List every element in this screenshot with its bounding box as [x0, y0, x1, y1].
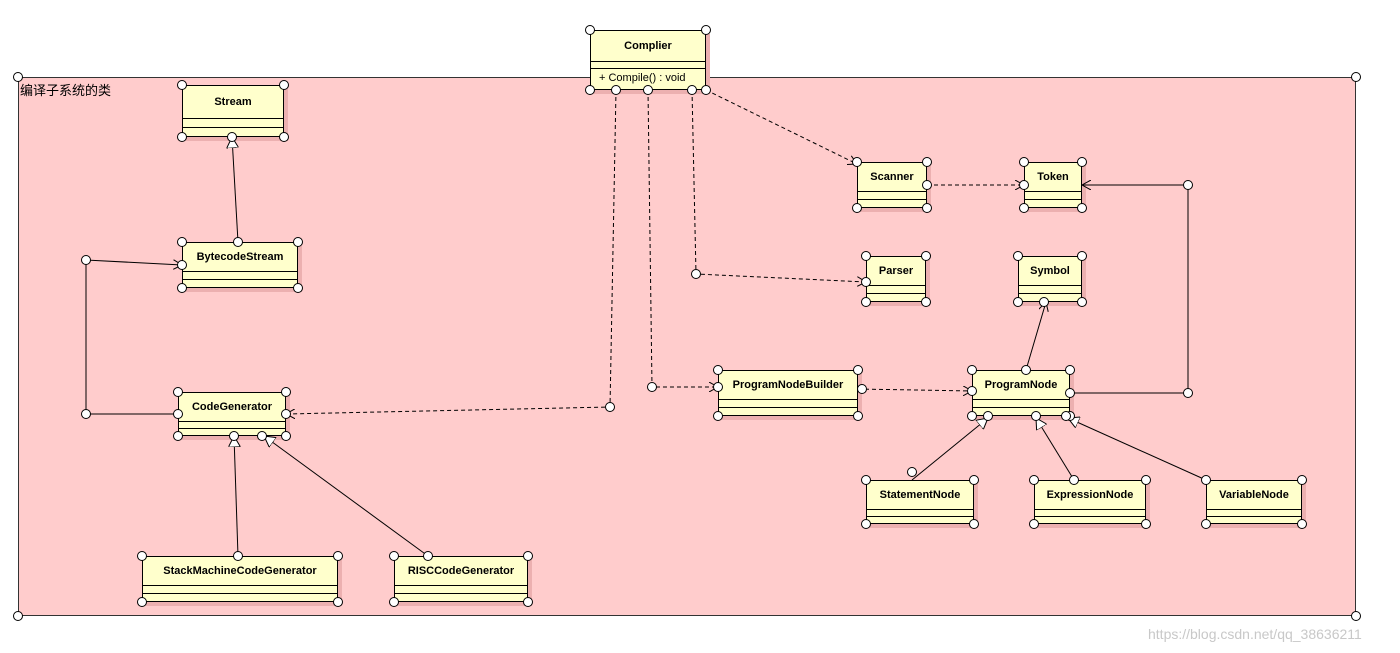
class-name: Parser — [867, 257, 925, 286]
edge-complier-scanner — [705, 89, 857, 164]
class-variable-node[interactable]: VariableNode — [1206, 480, 1302, 524]
class-stack-machine-code-generator[interactable]: StackMachineCodeGenerator — [142, 556, 338, 602]
edge-complier-codegenerator — [286, 89, 617, 414]
edge-statement-programnode — [911, 418, 988, 481]
edge-expression-programnode — [1036, 418, 1075, 481]
edge-programnode-token — [1070, 185, 1189, 394]
class-name: StackMachineCodeGenerator — [143, 557, 337, 586]
class-code-generator[interactable]: CodeGenerator — [178, 392, 286, 436]
edge-complier-parser — [691, 89, 866, 282]
package-frame[interactable] — [18, 77, 1356, 616]
class-bytecode-stream[interactable]: BytecodeStream — [182, 242, 298, 288]
class-parser[interactable]: Parser — [866, 256, 926, 302]
class-name: StatementNode — [867, 481, 973, 510]
class-statement-node[interactable]: StatementNode — [866, 480, 974, 524]
class-name: ExpressionNode — [1035, 481, 1145, 510]
class-name: RISCCodeGenerator — [395, 557, 527, 586]
association-edges — [85, 185, 1189, 415]
edge-programnodebuilder-programnode — [857, 389, 972, 391]
dependency-edges — [286, 89, 1024, 414]
class-name: VariableNode — [1207, 481, 1301, 510]
class-risc-code-generator[interactable]: RISCCodeGenerator — [394, 556, 528, 602]
edge-variable-programnode — [1068, 418, 1207, 481]
edge-risc-codegenerator — [264, 436, 429, 557]
class-program-node[interactable]: ProgramNode — [972, 370, 1070, 416]
edge-stackmachine-codegenerator — [234, 436, 238, 557]
selection-handles[interactable] — [13, 25, 1361, 621]
class-name: CodeGenerator — [179, 393, 285, 422]
generalization-edges — [232, 137, 1207, 557]
class-name: Scanner — [858, 163, 926, 192]
class-name: ProgramNodeBuilder — [719, 371, 857, 400]
class-name: Complier — [591, 31, 705, 62]
package-label: 编译子系统的类 — [20, 84, 112, 99]
edge-complier-programnodebuilder — [647, 89, 718, 387]
class-name: ProgramNode — [973, 371, 1069, 400]
class-program-node-builder[interactable]: ProgramNodeBuilder — [718, 370, 858, 416]
edge-codegenerator-bytecodestream — [85, 259, 182, 415]
class-token[interactable]: Token — [1024, 162, 1082, 208]
class-name: Symbol — [1019, 257, 1081, 286]
class-operation: + Compile() : void — [599, 72, 686, 84]
class-complier[interactable]: Complier + Compile() : void — [590, 30, 706, 90]
edge-bytecodestream-stream — [232, 137, 238, 243]
class-scanner[interactable]: Scanner — [857, 162, 927, 208]
watermark-text: https://blog.csdn.net/qq_38636211 — [1148, 626, 1362, 642]
class-name: Stream — [183, 86, 283, 119]
class-expression-node[interactable]: ExpressionNode — [1034, 480, 1146, 524]
class-name: BytecodeStream — [183, 243, 297, 272]
edge-programnode-symbol — [1025, 302, 1046, 371]
class-name: Token — [1025, 163, 1081, 192]
class-symbol[interactable]: Symbol — [1018, 256, 1082, 302]
